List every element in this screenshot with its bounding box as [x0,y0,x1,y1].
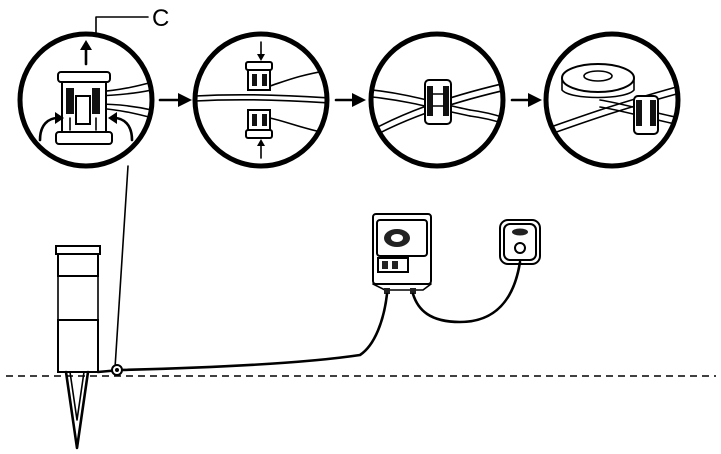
connector-taped-icon [547,63,678,136]
step-1-panel [17,31,155,169]
connector-closed-icon [371,79,503,138]
low-voltage-cable [96,292,389,374]
step-2-panel [192,31,330,169]
step-arrow-2 [334,93,366,107]
step-arrow-1 [158,93,192,107]
wall-outlet-icon [499,219,541,265]
callout-c-label: C [152,5,169,32]
step-3-panel [368,31,506,169]
power-cord [411,260,522,324]
connector-press-icon [195,41,327,159]
path-light-icon [55,245,101,450]
step-arrows [158,93,542,107]
connector-open-icon [38,40,152,145]
cables [96,165,522,376]
transformer-icon [372,213,432,294]
leader-line [114,165,129,369]
step-arrow-3 [510,93,542,107]
step-4-panel [543,31,681,169]
